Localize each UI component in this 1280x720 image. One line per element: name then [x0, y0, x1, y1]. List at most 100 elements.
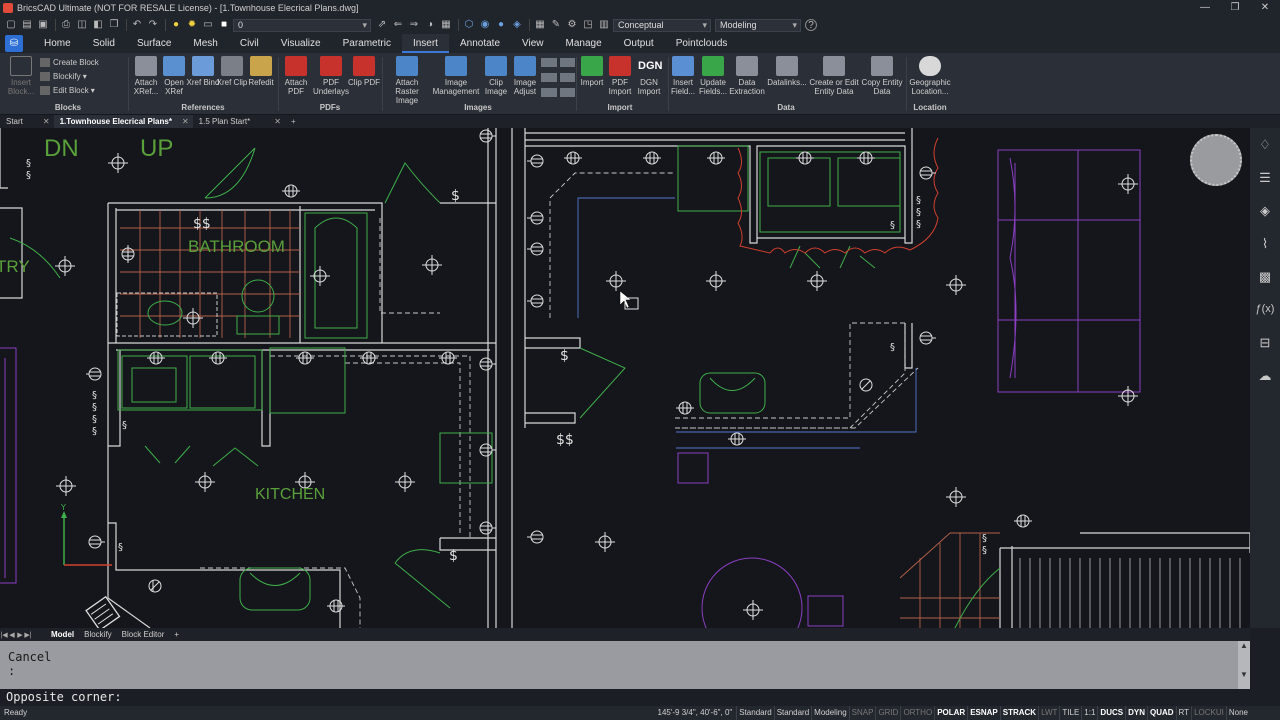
- status-ducs-toggle[interactable]: DUCS: [1097, 706, 1125, 720]
- layer-previous-icon[interactable]: ⇐: [393, 19, 403, 30]
- cloud-upload-icon[interactable]: ☁: [1258, 368, 1272, 383]
- first-layout-icon[interactable]: |◀: [0, 631, 8, 639]
- drawing-canvas[interactable]: §§ §§§§ §§ §§§§ § §§ $$ $ $ $$ $ DN UP B…: [0, 128, 1250, 628]
- structure-tree-icon[interactable]: ⊟: [1259, 335, 1271, 350]
- status-lwt-toggle[interactable]: LWT: [1038, 706, 1059, 720]
- lightbulb-layer-on-icon[interactable]: ●: [172, 19, 180, 30]
- doc-tab-plan-start[interactable]: 1.5 Plan Start* ✕: [193, 115, 285, 128]
- close-tab-icon[interactable]: ✕: [42, 117, 50, 126]
- settings-gear-icon[interactable]: ⚙: [567, 19, 577, 30]
- image-management-button[interactable]: Image Management: [432, 56, 480, 96]
- command-line-input[interactable]: Opposite corner:: [0, 689, 1250, 706]
- geographic-location-button[interactable]: Geographic Location...: [908, 56, 952, 96]
- layer-off-icon[interactable]: ◑: [426, 19, 434, 30]
- status-quad-toggle[interactable]: QUAD: [1146, 706, 1176, 720]
- xref-bind-button[interactable]: Xref Bind: [186, 56, 220, 87]
- pdf-underlays-button[interactable]: PDF Underlays: [312, 56, 350, 96]
- prev-layout-icon[interactable]: ◀: [9, 631, 15, 639]
- status-dim-style[interactable]: Standard: [773, 706, 811, 720]
- copy-icon[interactable]: ❐: [109, 19, 119, 30]
- image-attach-icon[interactable]: [541, 88, 557, 97]
- blockify-button[interactable]: Blockify ▾: [40, 71, 87, 83]
- image-order-icon[interactable]: [559, 73, 575, 82]
- scroll-up-icon[interactable]: ▲: [1240, 641, 1248, 650]
- layout-tab-block-editor[interactable]: Block Editor: [121, 630, 165, 639]
- save-icon[interactable]: ▣: [38, 19, 48, 30]
- tab-visualize[interactable]: Visualize: [280, 38, 321, 49]
- attach-pdf-button[interactable]: Attach PDF: [279, 56, 313, 96]
- status-snap-toggle[interactable]: SNAP: [848, 706, 876, 720]
- tab-surface[interactable]: Surface: [136, 38, 172, 49]
- lock-icon[interactable]: ▭: [203, 19, 213, 30]
- undo-icon[interactable]: ↶: [132, 19, 142, 30]
- image-frame-icon[interactable]: [541, 58, 557, 67]
- xref-clip-button[interactable]: Xref Clip: [215, 56, 249, 87]
- table-icon[interactable]: ▦: [535, 19, 545, 30]
- layer-states-icon[interactable]: ▦: [441, 19, 451, 30]
- status-workspace[interactable]: Modeling: [811, 706, 848, 720]
- help-icon[interactable]: ?: [805, 19, 817, 31]
- command-history-scrollbar[interactable]: ▲ ▼: [1238, 641, 1250, 689]
- layer-match-icon[interactable]: ⇗: [377, 19, 387, 30]
- properties-icon[interactable]: ◳: [583, 19, 593, 30]
- create-edit-entity-data-button[interactable]: Create or Edit Entity Data: [808, 56, 860, 96]
- print-icon[interactable]: ⎙: [62, 19, 70, 30]
- tab-home[interactable]: Home: [44, 38, 71, 49]
- create-block-button[interactable]: Create Block: [40, 57, 99, 69]
- update-fields-button[interactable]: Update Fields...: [696, 56, 730, 96]
- tab-pointclouds[interactable]: Pointclouds: [675, 38, 728, 49]
- export-icon[interactable]: ◧: [93, 19, 103, 30]
- visual-style-dropdown[interactable]: Conceptual: [613, 18, 711, 32]
- next-layout-icon[interactable]: ▶: [17, 631, 23, 639]
- status-polar-toggle[interactable]: POLAR: [934, 706, 967, 720]
- properties-sliders-icon[interactable]: ☰: [1259, 170, 1271, 185]
- layer-isolate-icon[interactable]: ⇒: [409, 19, 419, 30]
- image-adjust-button[interactable]: Image Adjust: [508, 56, 542, 96]
- close-tab-icon[interactable]: ✕: [181, 117, 189, 126]
- dgn-import-button[interactable]: DGN DGN Import: [632, 56, 666, 96]
- tab-manage[interactable]: Manage: [565, 38, 602, 49]
- close-window-button[interactable]: ✕: [1260, 2, 1270, 13]
- workspace-dropdown[interactable]: Modeling: [715, 18, 801, 32]
- image-transparency-icon[interactable]: [541, 73, 557, 82]
- layout-tab-model[interactable]: Model: [51, 630, 75, 639]
- status-lockui-toggle[interactable]: LOCKUI: [1191, 706, 1226, 720]
- doc-tab-start[interactable]: Start ✕: [0, 115, 54, 128]
- doc-tab-townhouse[interactable]: 1.Townhouse Elecrical Plans* ✕: [53, 115, 193, 128]
- layers-icon[interactable]: ◈: [1260, 203, 1270, 218]
- pdf-import-button[interactable]: PDF Import: [603, 56, 637, 96]
- navigation-wheel-icon[interactable]: [1190, 134, 1242, 186]
- open-folder-icon[interactable]: ▤: [22, 19, 32, 30]
- status-none-dropdown[interactable]: None: [1225, 706, 1250, 720]
- close-tab-icon[interactable]: ✕: [274, 117, 281, 126]
- status-grid-toggle[interactable]: GRID: [875, 706, 900, 720]
- minimize-button[interactable]: —: [1200, 2, 1210, 13]
- attach-xref-button[interactable]: Attach XRef...: [129, 56, 163, 96]
- cube-view-icon[interactable]: ⬡: [464, 19, 474, 30]
- tab-insert[interactable]: Insert: [401, 34, 449, 53]
- hatch-pattern-icon[interactable]: ▩: [1258, 269, 1272, 284]
- datalinks-button[interactable]: Datalinks...: [767, 56, 807, 87]
- insert-field-button[interactable]: Insert Field...: [666, 56, 700, 96]
- render-view-icon[interactable]: ◉: [480, 19, 490, 30]
- redo-icon[interactable]: ↷: [148, 19, 158, 30]
- layout-tab-blockify[interactable]: Blockify: [84, 630, 112, 639]
- status-esnap-toggle[interactable]: ESNAP: [967, 706, 1000, 720]
- tab-output[interactable]: Output: [623, 38, 654, 49]
- scroll-down-icon[interactable]: ▼: [1240, 670, 1248, 679]
- tab-annotate[interactable]: Annotate: [459, 38, 501, 49]
- import-button[interactable]: Import: [575, 56, 609, 87]
- application-menu-button[interactable]: ⛁: [5, 35, 23, 52]
- new-tab-button[interactable]: +: [285, 115, 300, 128]
- attach-raster-image-button[interactable]: Attach Raster Image: [384, 56, 430, 105]
- layer-dropdown[interactable]: 0: [233, 18, 371, 32]
- tab-parametric[interactable]: Parametric: [342, 38, 391, 49]
- tab-mesh[interactable]: Mesh: [193, 38, 218, 49]
- status-tile-toggle[interactable]: TILE: [1059, 706, 1081, 720]
- tab-solid[interactable]: Solid: [92, 38, 115, 49]
- clip-pdf-button[interactable]: Clip PDF: [347, 56, 381, 87]
- status-strack-toggle[interactable]: STRACK: [999, 706, 1038, 720]
- clip-image-button[interactable]: Clip Image: [479, 56, 513, 96]
- visual-style-icon[interactable]: ▥: [599, 19, 609, 30]
- lightbulb-tips-icon[interactable]: ♢: [1259, 137, 1271, 152]
